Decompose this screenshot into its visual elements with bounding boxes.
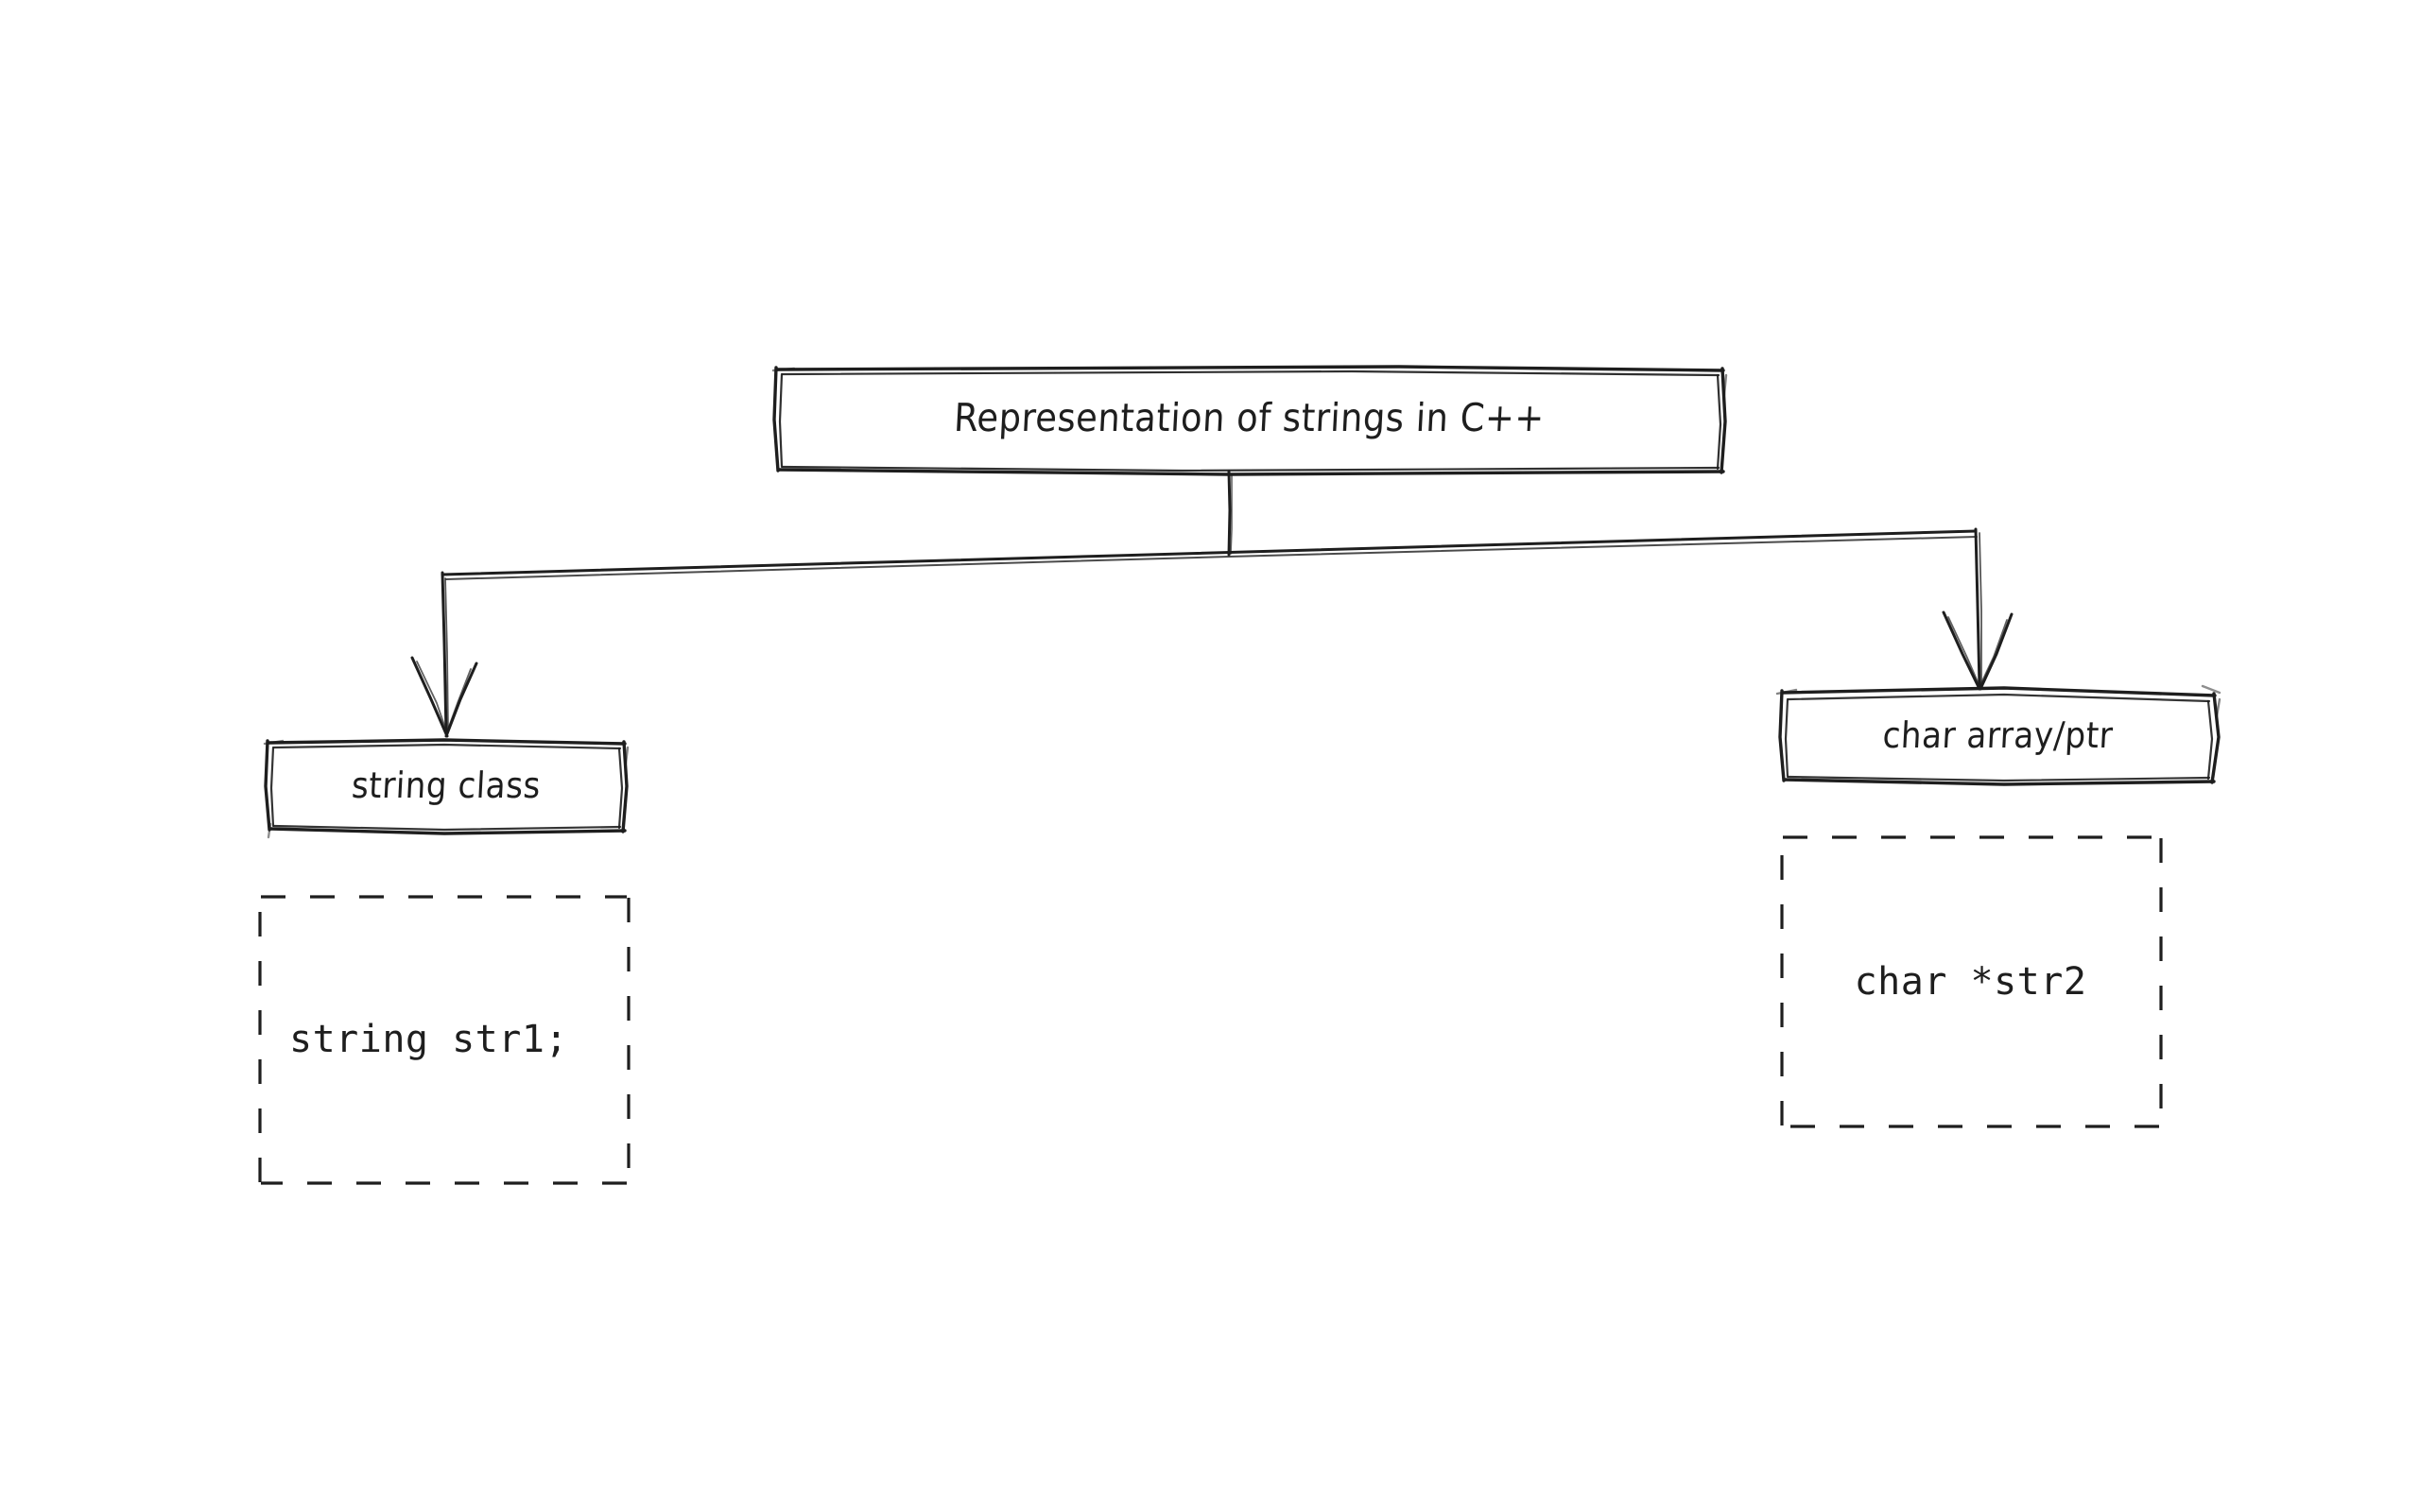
arrow-to-string-class bbox=[410, 571, 478, 738]
node-label-char-array-ptr: char array/ptr bbox=[1881, 713, 2115, 756]
node-label-string-class: string class bbox=[350, 764, 543, 806]
code-snippet-char-str2: char *str2 bbox=[1854, 959, 2087, 1004]
crossbar-connector bbox=[441, 529, 1978, 580]
code-snippet-string-str1: string str1; bbox=[289, 1018, 568, 1061]
arrow-to-char-array-ptr bbox=[1942, 527, 2014, 691]
page-title: Representation of strings in C++ bbox=[952, 395, 1547, 440]
root-trunk-connector bbox=[1227, 470, 1233, 557]
